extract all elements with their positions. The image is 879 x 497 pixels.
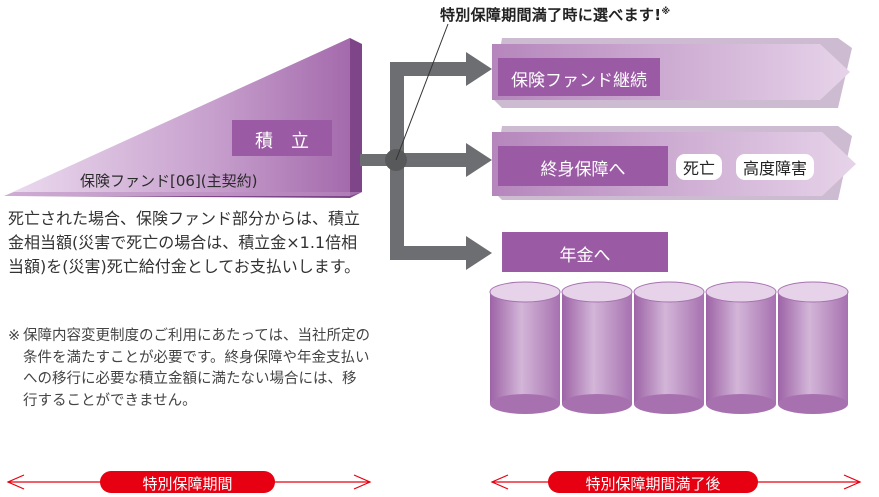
whole-life-arrow [492,126,856,200]
callout-label: 特別保障期間満了時に選べます! [440,6,662,24]
accumulation-box [232,120,332,156]
annuity-box [502,232,668,272]
continue-fund-label: 保険ファンド継続 [511,71,647,91]
arrow-head-whole-life [466,143,492,177]
tag-death: 死亡 [676,154,723,180]
cylinder [705,281,777,414]
callout-note-mark: ※ [661,7,671,17]
whole-life-label: 終身保障へ [540,160,626,180]
accumulation-label: 積 立 [255,131,309,152]
cylinder [633,281,705,414]
after-period-bar [490,471,862,493]
cylinder [777,281,849,414]
callout-leader-line [395,23,449,161]
death-benefit-description: 死亡された場合、保険ファンド部分からは、積立金相当額(災害で死亡の場合は、積立金… [8,209,361,276]
note-text: 保障内容変更制度のご利用にあたっては、当社所定の条件を満たすことが必要です。終身… [23,328,370,409]
fund-label: 保険ファンド[06](主契約) [80,172,258,190]
special-period-label: 特別保障期間 [142,475,233,493]
tag-severe-disability: 高度障害 [736,154,815,180]
note-mark: ※ [8,328,21,344]
callout-text: 特別保障期間満了時に選べます!※ [440,4,670,25]
annuity-cylinders [489,281,849,414]
branch-connectors [360,52,492,270]
conversion-note: ※ 保障内容変更制度のご利用にあたっては、当社所定の条件を満たすことが必要です。… [8,326,370,412]
arrow-head-continue [466,52,492,86]
after-period-label: 特別保障期間満了後 [585,475,721,493]
accumulation-wedge [4,38,362,198]
cylinder [489,281,561,414]
arrow-head-annuity [466,236,492,270]
continue-fund-arrow [492,38,852,108]
annuity-label: 年金へ [559,246,611,266]
cylinder [561,281,633,414]
special-period-bar [6,471,372,493]
